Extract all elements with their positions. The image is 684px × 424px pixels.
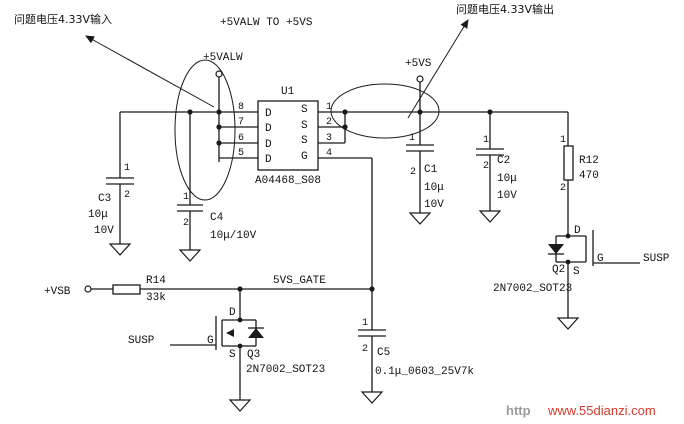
u1-pin-5-number: 5 [238, 148, 244, 159]
q3-reference: Q3 [247, 349, 260, 361]
c3-pin2: 2 [124, 190, 130, 201]
u1-reference: U1 [281, 86, 295, 98]
net-label-vsb: +VSB [44, 286, 71, 298]
c3-pin1: 1 [124, 163, 130, 174]
c2-capacitance: 10μ [497, 173, 517, 185]
c2-pin2: 2 [483, 161, 489, 172]
r12-value: 470 [579, 170, 599, 182]
watermark-prefix: http [506, 403, 531, 418]
q3-ground-symbol [228, 399, 252, 412]
c4-pin2: 2 [183, 218, 189, 229]
output-problem-note: 问题电压4.33V输出 [456, 2, 554, 16]
u1-pin-2-number: 2 [326, 117, 332, 128]
c1-ground-symbol [408, 212, 432, 225]
u1-s-label-3: S [301, 135, 308, 147]
c1-pin1: 1 [409, 133, 415, 144]
power-port-vsb [84, 285, 92, 293]
q3-drain-label: D [229, 307, 236, 319]
q2-reference: Q2 [552, 264, 565, 276]
q2-gate-label: G [597, 253, 604, 265]
input-problem-note: 问题电压4.33V输入 [14, 12, 112, 26]
output-note-arrow [407, 19, 469, 119]
u1-pin-1-number: 1 [326, 102, 332, 113]
u1-d-label-3: D [265, 139, 272, 151]
input-pins-highlight [174, 59, 236, 201]
power-port-5valw [215, 70, 223, 78]
u1-pin-3-number: 3 [326, 133, 332, 144]
r12-pin1: 2 [560, 183, 566, 194]
q3-part-number: 2N7002_SOT23 [246, 364, 325, 376]
c5-value: 0.1μ_0603_25V7k [375, 366, 474, 378]
c2-voltage: 10V [497, 190, 517, 202]
c4-ground-symbol [178, 249, 202, 262]
power-port-5vs [416, 75, 424, 83]
c1-voltage: 10V [424, 199, 444, 211]
u1-part-number: A04468_S08 [255, 175, 321, 187]
c1-reference: C1 [424, 164, 438, 176]
q2-part-number: 2N7002_SOT23 [493, 283, 572, 295]
schematic-title: +5VALW TO +5VS [220, 17, 313, 29]
q2-source-label: S [573, 266, 580, 278]
r12-pin2: 1 [560, 135, 566, 146]
c1-pin2: 2 [410, 167, 416, 178]
c5-reference: C5 [377, 347, 390, 359]
q3-mosfet [170, 289, 264, 400]
c5-ground-symbol [360, 391, 384, 404]
c4-value: 10μ/10V [210, 230, 257, 242]
net-label-5vs: +5VS [405, 58, 432, 70]
u1-s-label-1: S [301, 104, 308, 116]
u1-mosfet-body [257, 100, 319, 171]
net-label-susp-right: SUSP [643, 253, 670, 265]
q2-mosfet [548, 230, 640, 318]
u1-g-label: G [301, 151, 308, 163]
c3-reference: C3 [98, 193, 111, 205]
r14-resistor-body [112, 284, 141, 295]
c3-capacitance: 10μ [88, 209, 108, 221]
c3-ground-symbol [108, 243, 132, 256]
u1-pin-7-number: 7 [238, 117, 244, 128]
net-label-5vs-gate: 5VS_GATE [273, 275, 326, 287]
q2-ground-symbol [556, 317, 580, 330]
u1-pin-6-number: 6 [238, 133, 244, 144]
c4-reference: C4 [210, 212, 224, 224]
q3-gate-label: G [207, 335, 214, 347]
u1-pin-4-number: 4 [326, 148, 332, 159]
u1-d-label-1: D [265, 108, 272, 120]
c4-pin1: 1 [183, 192, 189, 203]
c2-ground-symbol [478, 210, 502, 223]
u1-pin-8-number: 8 [238, 102, 244, 113]
net-label-5valw: +5VALW [203, 52, 243, 64]
q2-drain-label: D [574, 225, 581, 237]
c2-pin1: 1 [483, 135, 489, 146]
r14-value: 33k [146, 292, 166, 304]
r12-reference: R12 [579, 155, 599, 167]
u1-d-label-4: D [265, 154, 272, 166]
c2-reference: C2 [497, 155, 510, 167]
c3-voltage: 10V [94, 225, 114, 237]
watermark-site: www.55dianzi.com [547, 403, 656, 418]
output-pins-highlight [330, 83, 440, 139]
r14-reference: R14 [146, 275, 166, 287]
q3-source-label: S [229, 349, 236, 361]
r12-resistor-body [563, 145, 574, 181]
u1-s-label-2: S [301, 120, 308, 132]
c1-capacitance: 10μ [424, 182, 444, 194]
c5-pin2: 2 [362, 344, 368, 355]
input-note-arrow [85, 35, 215, 108]
net-label-susp-left: SUSP [128, 335, 155, 347]
u1-d-label-2: D [265, 123, 272, 135]
c5-pin1: 1 [362, 318, 368, 329]
